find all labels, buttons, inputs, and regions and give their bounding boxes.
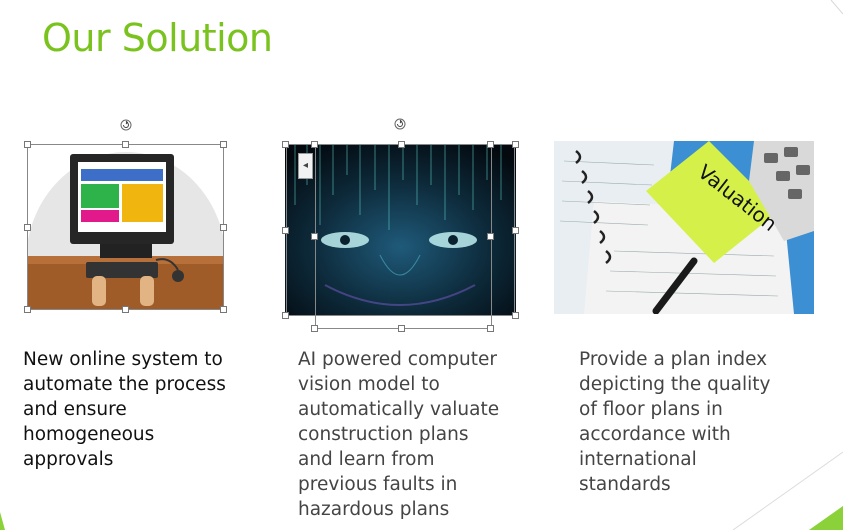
resize-handle[interactable]: [398, 325, 405, 332]
caption-line: approvals: [23, 449, 114, 470]
resize-handle[interactable]: [282, 227, 289, 234]
caption-line: AI powered computer: [298, 349, 497, 370]
caption-line: construction plans: [298, 424, 469, 445]
image-selection-frame: [315, 144, 492, 329]
collapse-arrow-icon[interactable]: ◂: [298, 153, 313, 179]
resize-handle[interactable]: [220, 306, 227, 313]
resize-handle[interactable]: [24, 224, 31, 231]
resize-handle[interactable]: [512, 227, 519, 234]
caption-line: homogeneous: [23, 424, 155, 445]
resize-handle[interactable]: [512, 141, 519, 148]
image-selection-frame: [27, 144, 224, 310]
caption-line: Provide a plan index: [579, 349, 768, 370]
caption-line: vision model to: [298, 374, 440, 395]
resize-handle[interactable]: [487, 141, 494, 148]
caption-line: accordance with: [579, 424, 731, 445]
rotate-handle-icon[interactable]: [394, 118, 406, 130]
caption-line: and ensure: [23, 399, 127, 420]
caption-line: automatically valuate: [298, 399, 500, 420]
resize-handle[interactable]: [122, 141, 129, 148]
resize-handle[interactable]: [122, 306, 129, 313]
computer-desk-illustration[interactable]: [28, 144, 224, 310]
caption-line: international: [579, 449, 697, 470]
caption-line: and learn from: [298, 449, 435, 470]
caption-line: standards: [579, 474, 671, 495]
resize-handle[interactable]: [220, 224, 227, 231]
corner-decoration-bottom-right: [733, 451, 843, 530]
caption-line: hazardous plans: [298, 499, 450, 520]
caption-line: of floor plans in: [579, 399, 723, 420]
resize-handle[interactable]: [398, 141, 405, 148]
resize-handle[interactable]: [311, 325, 318, 332]
caption-line: previous faults in: [298, 474, 458, 495]
resize-handle[interactable]: [220, 141, 227, 148]
ai-digital-face-photo[interactable]: [285, 145, 516, 315]
caption-line: depicting the quality: [579, 374, 771, 395]
caption-online-system[interactable]: New online system to automate the proces…: [23, 347, 263, 472]
resize-handle[interactable]: [512, 312, 519, 319]
caption-line: automate the process: [23, 374, 226, 395]
valuation-sticky-note-photo[interactable]: Valuation: [554, 141, 814, 314]
slide-title[interactable]: Our Solution: [42, 16, 273, 60]
resize-handle[interactable]: [24, 141, 31, 148]
resize-handle[interactable]: [311, 141, 318, 148]
resize-handle[interactable]: [311, 233, 318, 240]
resize-handle[interactable]: [487, 233, 494, 240]
caption-ai-model[interactable]: AI powered computer vision model to auto…: [298, 347, 538, 522]
resize-handle[interactable]: [487, 325, 494, 332]
rotate-handle-icon[interactable]: [120, 119, 132, 131]
resize-handle[interactable]: [282, 312, 289, 319]
resize-handle[interactable]: [282, 141, 289, 148]
caption-plan-index[interactable]: Provide a plan index depicting the quali…: [579, 347, 819, 497]
corner-decoration-top: [830, 0, 843, 15]
caption-line: New online system to: [23, 349, 223, 370]
resize-handle[interactable]: [24, 306, 31, 313]
corner-decoration-bottom-left: [0, 512, 5, 530]
